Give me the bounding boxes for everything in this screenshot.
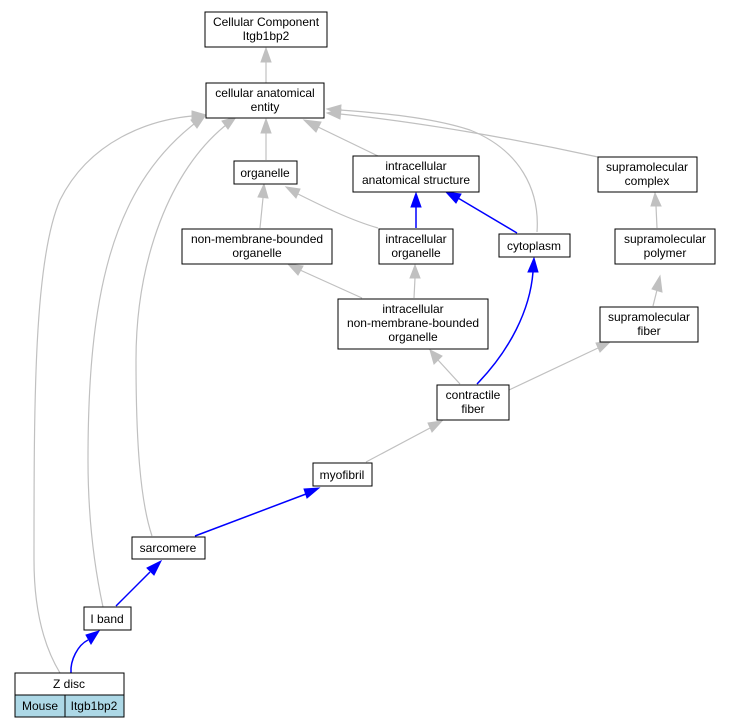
edge-ias-to-cae	[302, 119, 379, 157]
node-label: Z disc	[53, 677, 85, 691]
node-label: entity	[251, 100, 280, 114]
node-label: Itgb1bp2	[243, 29, 290, 43]
edge-io-partof-ias	[410, 191, 422, 228]
node-label: intracellular	[382, 302, 443, 316]
node-label: myofibril	[320, 468, 365, 482]
node-label: I band	[90, 612, 123, 626]
node-z-disc[interactable]: Z disc Mouse Itgb1bp2	[14, 672, 125, 718]
edge-cytoplasm-partof-ias	[444, 191, 518, 234]
edge-iband-partof-sarcomere	[115, 559, 163, 607]
edge-sarcomere-to-cae	[135, 116, 238, 537]
edge-zdisc-partof-iband	[70, 630, 101, 674]
edge-cytoplasm-to-cae	[325, 104, 538, 233]
node-label: intracellular	[385, 159, 446, 173]
edge-zdisc-to-cae	[33, 110, 208, 674]
node-label: sarcomere	[140, 541, 197, 555]
node-label: cytoplasm	[507, 239, 561, 253]
edge-smc-to-cae	[325, 108, 599, 158]
node-label: contractile	[446, 388, 501, 402]
node-label: organelle	[391, 246, 441, 260]
node-supramolecular-complex[interactable]: supramolecular complex	[597, 156, 698, 193]
node-label: cellular anatomical	[215, 86, 314, 100]
species-label: Mouse	[22, 699, 58, 713]
node-intracellular-organelle[interactable]: intracellular organelle	[378, 228, 454, 265]
node-sarcomere[interactable]: sarcomere	[131, 536, 206, 560]
edge-organelle-to-cae	[260, 117, 272, 160]
node-cellular-component[interactable]: Cellular Component Itgb1bp2	[204, 11, 328, 48]
node-label: complex	[625, 174, 670, 188]
gene-label: Itgb1bp2	[71, 699, 118, 713]
node-label: organelle	[232, 246, 282, 260]
edge-spolymer-to-smc	[650, 191, 662, 229]
edge-iband-to-cae	[87, 115, 207, 608]
edge-io-to-organelle	[284, 186, 379, 229]
node-label: organelle	[240, 166, 290, 180]
node-supramolecular-polymer[interactable]: supramolecular polymer	[614, 228, 716, 265]
node-supramolecular-fiber[interactable]: supramolecular fiber	[599, 306, 699, 343]
edge-contractile-to-sfiber	[508, 340, 613, 391]
node-label: Cellular Component	[213, 15, 320, 29]
edge-inmbo-to-nmbo	[286, 263, 363, 299]
node-label: supramolecular	[606, 160, 688, 174]
edge-sfiber-to-spolymer	[651, 274, 663, 307]
node-intracellular-anatomical-structure[interactable]: intracellular anatomical structure	[352, 155, 480, 193]
node-label: fiber	[461, 402, 484, 416]
node-label: polymer	[644, 246, 687, 260]
node-cellular-anatomical-entity[interactable]: cellular anatomical entity	[205, 82, 325, 119]
node-organelle[interactable]: organelle	[233, 160, 298, 185]
edge-contractile-partof-cytoplasm	[476, 256, 539, 385]
node-label: non-membrane-bounded	[191, 232, 323, 246]
node-label: organelle	[388, 330, 438, 344]
node-label: fiber	[637, 324, 660, 338]
species-cell: Mouse	[14, 694, 66, 718]
node-myofibril[interactable]: myofibril	[312, 462, 373, 487]
edge-sarcomere-partof-myofibril	[194, 487, 321, 537]
edge-nmbo-to-organelle	[257, 182, 269, 229]
gene-cell: Itgb1bp2	[64, 694, 125, 718]
edge-cae-to-root	[260, 46, 272, 83]
node-intracellular-non-membrane-bounded-organelle[interactable]: intracellular non-membrane-bounded organ…	[337, 298, 489, 350]
edge-inmbo-to-io	[409, 263, 421, 299]
node-non-membrane-bounded-organelle[interactable]: non-membrane-bounded organelle	[181, 228, 333, 265]
node-label: intracellular	[385, 232, 446, 246]
node-label: anatomical structure	[362, 173, 470, 187]
node-label: supramolecular	[608, 310, 690, 324]
edge-myofibril-to-contractile	[365, 420, 444, 463]
node-label: non-membrane-bounded	[347, 316, 479, 330]
edge-contractile-to-inmbo	[429, 349, 461, 385]
node-cytoplasm[interactable]: cytoplasm	[498, 233, 571, 258]
node-contractile-fiber[interactable]: contractile fiber	[436, 384, 510, 421]
node-label: supramolecular	[624, 232, 706, 246]
node-i-band[interactable]: I band	[83, 606, 132, 631]
